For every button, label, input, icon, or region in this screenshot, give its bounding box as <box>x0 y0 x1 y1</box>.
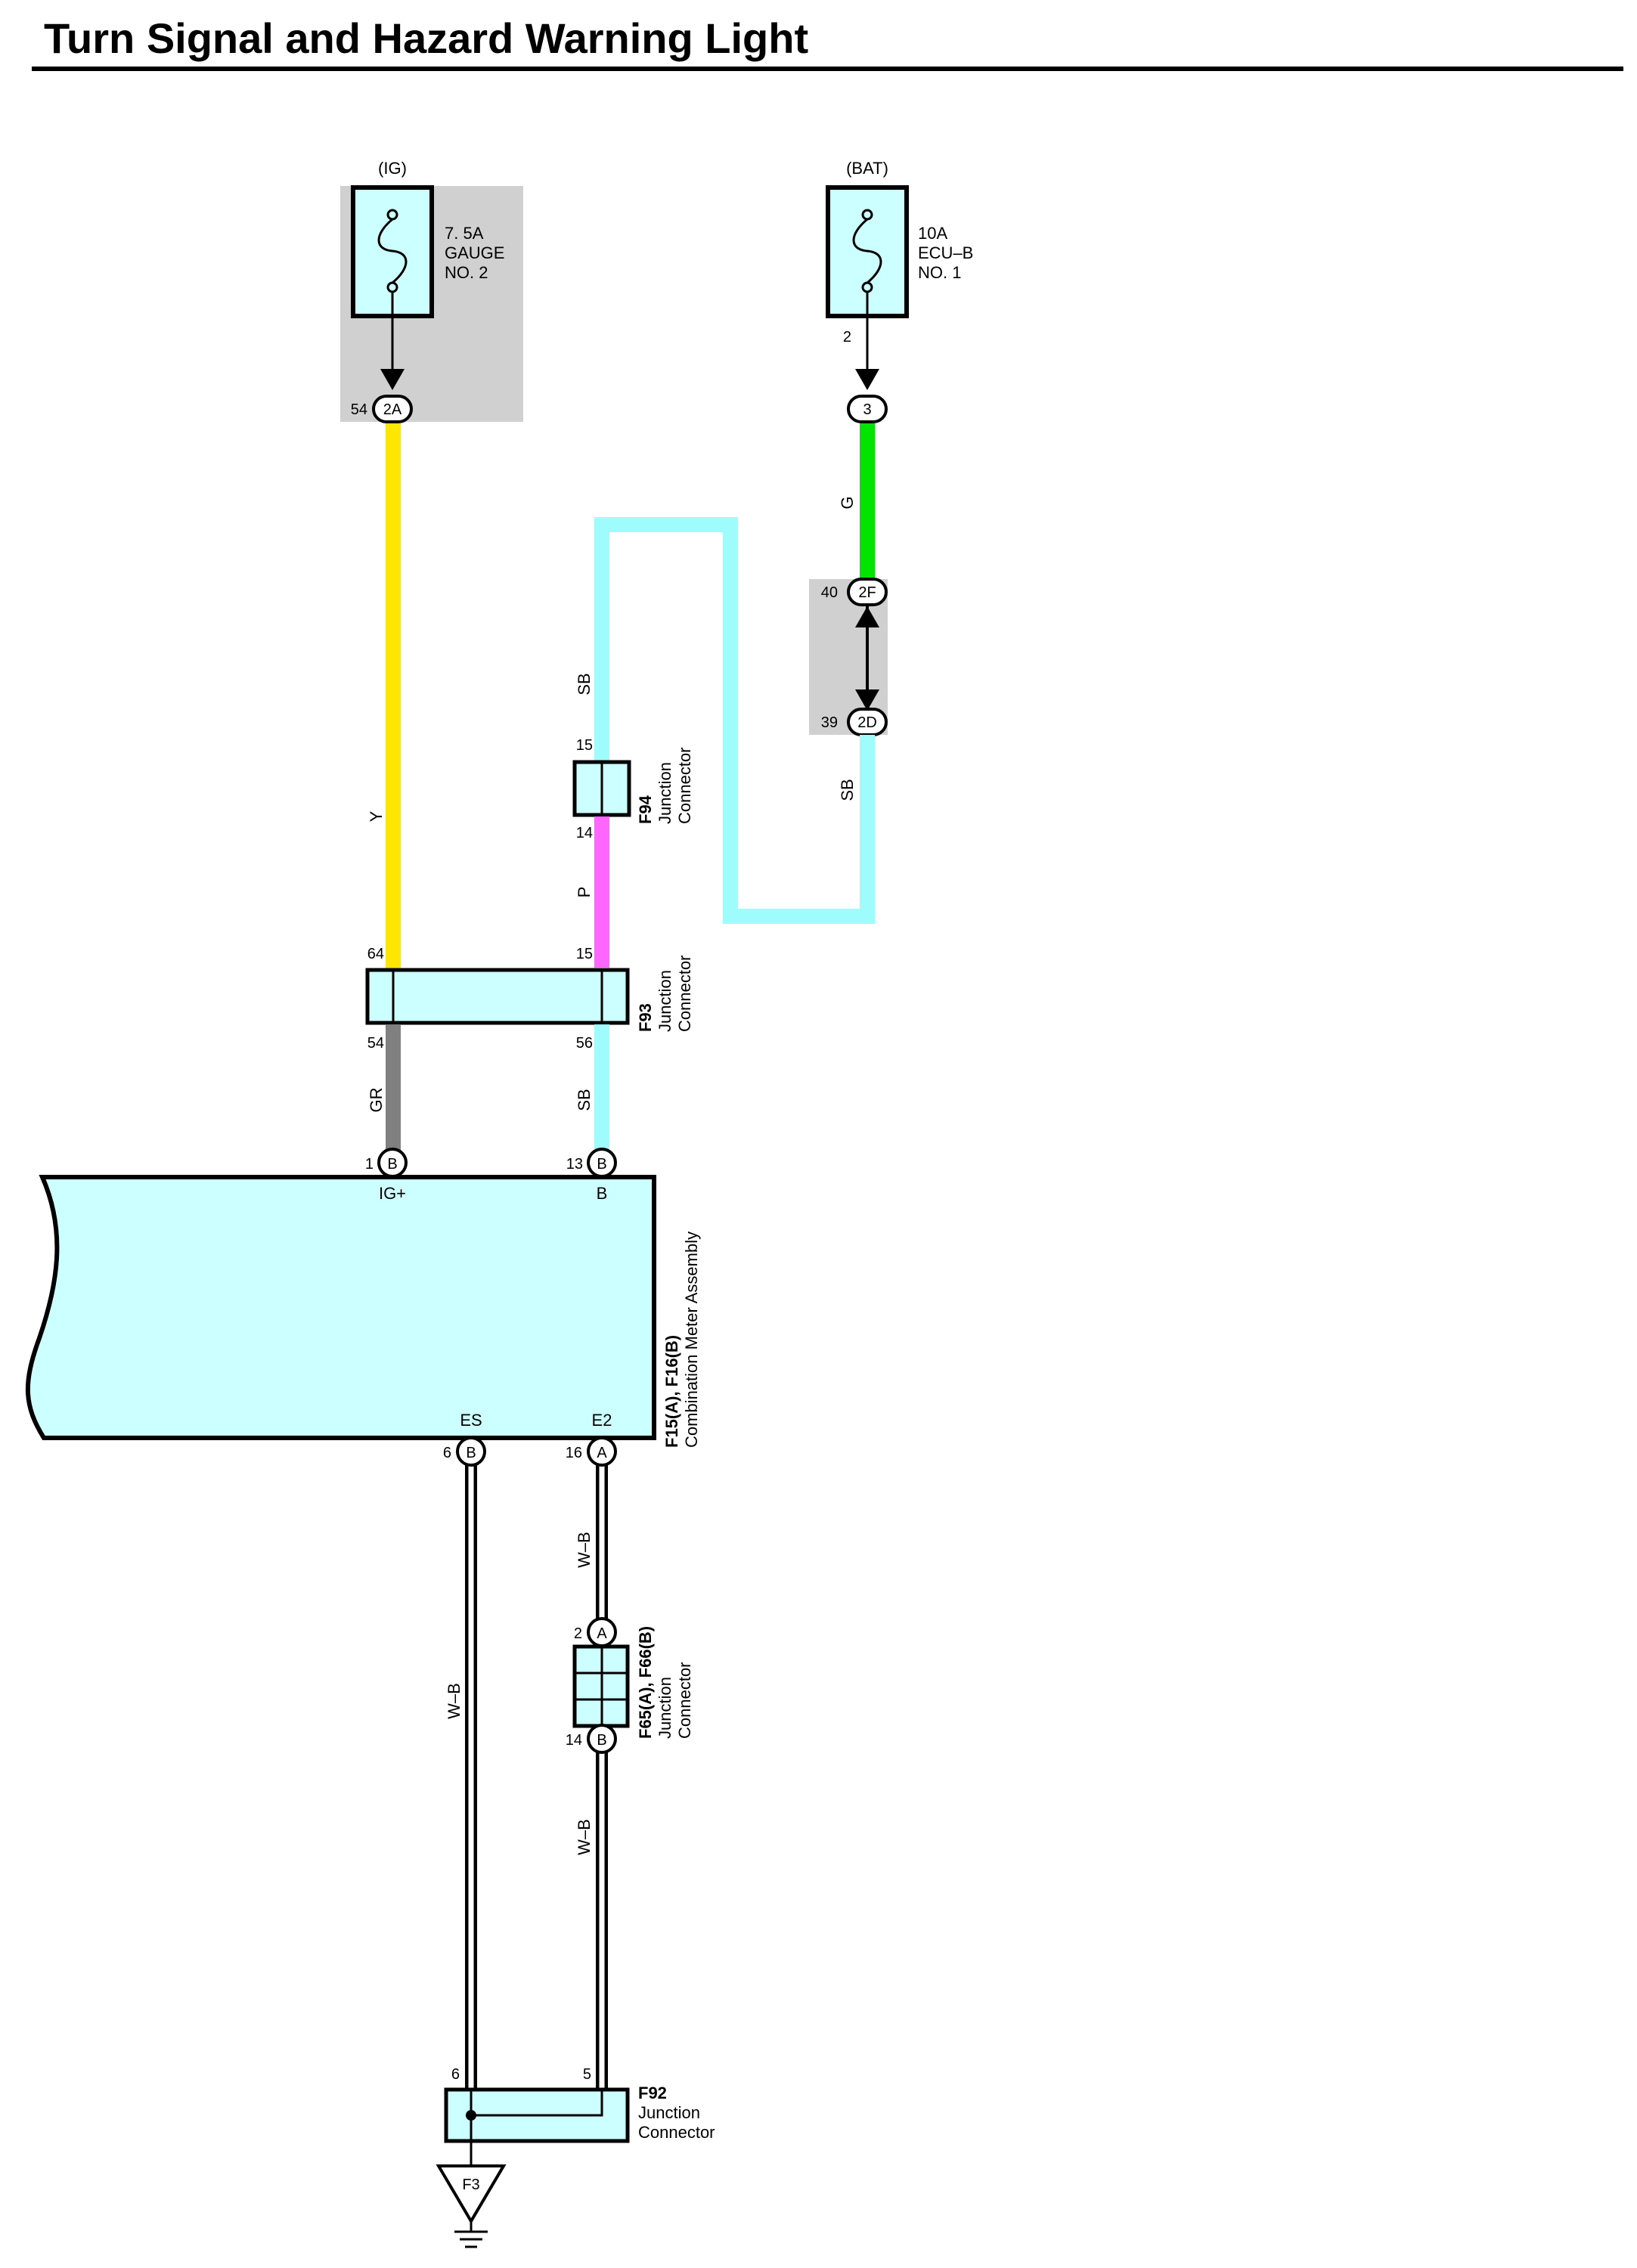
wire-sb-right-label: SB <box>838 779 857 801</box>
connector-f92-id: F92 <box>638 2084 667 2102</box>
wire-y <box>386 423 401 971</box>
ecub-fuse-supply: (BAT) <box>846 159 888 178</box>
connector-f94-name2: Connector <box>675 747 694 824</box>
connector-f65-pin-top: 2 <box>574 1625 582 1642</box>
combination-meter-assembly <box>25 1175 656 1440</box>
connector-f93-pin-top-left: 64 <box>367 946 384 962</box>
wire-wb-left-label: W–B <box>445 1683 464 1719</box>
terminal-b-pin: 13 <box>566 1156 583 1173</box>
terminal-es-pin: 6 <box>443 1445 451 1461</box>
connector-f93-pin-bottom-left: 54 <box>367 1035 384 1052</box>
ground-point <box>436 2164 507 2224</box>
arrow-up-icon <box>855 606 879 627</box>
terminal-es-label: ES <box>460 1411 482 1430</box>
ecub-fuse-rating: 10A <box>918 224 947 243</box>
wire-gr <box>386 1024 401 1160</box>
connector-f93-pin-top-right: 15 <box>576 946 593 962</box>
terminal-igp <box>377 1148 408 1178</box>
ecub-fuse-name1: ECU–B <box>918 243 973 262</box>
connector-2d-pin: 39 <box>821 714 838 731</box>
connector-f65-terminal-top <box>587 1617 617 1647</box>
ground-symbol-icon <box>454 2221 488 2248</box>
connector-f92-name1: Junction <box>638 2103 700 2122</box>
terminal-e2-conn: A <box>597 1445 607 1461</box>
terminal-e2-label: E2 <box>592 1411 612 1430</box>
ecub-fuse-name2: NO. 1 <box>918 263 961 282</box>
terminal-b <box>587 1148 617 1178</box>
terminal-igp-pin: 1 <box>365 1156 374 1173</box>
connector-f93-pin-bottom-right: 56 <box>576 1035 593 1052</box>
wire-y-label: Y <box>367 810 386 822</box>
connector-f92-pin-right: 5 <box>583 2066 591 2083</box>
ecub-fuse-pin: 2 <box>843 329 851 345</box>
meter-id: F15(A), F16(B) <box>662 1335 681 1448</box>
arrow-down-icon <box>855 689 879 711</box>
gauge-fuse-rating: 7. 5A <box>445 224 484 243</box>
connector-3 <box>847 395 888 423</box>
wire-p <box>594 816 609 968</box>
wire-sb-top-label: SB <box>575 673 594 695</box>
connector-f65-name1: Junction <box>656 1677 674 1739</box>
terminal-b-label: B <box>597 1184 608 1203</box>
connector-f93-name1: Junction <box>656 970 674 1032</box>
wire-g <box>860 423 875 582</box>
wire-wb-right1-label: W–B <box>575 1532 594 1568</box>
connector-2f <box>847 578 888 606</box>
connector-3-label: 3 <box>863 401 871 418</box>
wire-gr-label: GR <box>367 1088 386 1113</box>
connector-2a-pin: 54 <box>351 401 367 418</box>
wire-sb-low-label: SB <box>575 1089 594 1111</box>
wire-p-label: P <box>575 887 594 898</box>
meter-name: Combination Meter Assembly <box>682 1232 701 1448</box>
arrow-down-icon <box>855 369 879 390</box>
connector-f65-name2: Connector <box>675 1662 694 1739</box>
connector-f92-name2: Connector <box>638 2123 715 2142</box>
connector-2a-label: 2A <box>383 401 402 418</box>
wire-sb-lower <box>594 1024 609 1160</box>
connector-f93-name2: Connector <box>675 955 694 1032</box>
connector-2a <box>372 395 413 423</box>
terminal-b-conn: B <box>597 1156 606 1173</box>
gauge-fuse-supply: (IG) <box>378 159 407 178</box>
connector-f94-pin-bottom: 14 <box>576 825 593 841</box>
gauge-fuse-name2: NO. 2 <box>445 263 488 282</box>
page-title: Turn Signal and Hazard Warning Light <box>44 14 808 62</box>
connector-f94-pin-top: 15 <box>576 737 593 754</box>
ground-id: F3 <box>462 2177 479 2193</box>
terminal-es <box>456 1436 486 1467</box>
connector-f65-id: F65(A), F66(B) <box>636 1626 655 1739</box>
terminal-e2-pin: 16 <box>566 1445 582 1461</box>
connector-2f-pin: 40 <box>821 584 838 601</box>
connector-f65-terminal-bottom <box>587 1724 617 1754</box>
wire-g-label: G <box>838 496 857 509</box>
title-rule <box>32 67 1623 71</box>
connector-f65-conn-top: A <box>597 1625 607 1642</box>
arrow-down-icon <box>380 369 405 390</box>
connector-f94-name1: Junction <box>656 762 674 824</box>
connector-2d-label: 2D <box>857 714 877 731</box>
terminal-es-conn: B <box>466 1445 476 1461</box>
terminal-e2 <box>587 1436 617 1467</box>
connector-f92-link <box>470 2090 603 2117</box>
wire-sb-loop <box>594 517 875 924</box>
connector-f93 <box>365 968 630 1025</box>
connector-f93-id: F93 <box>636 1003 655 1032</box>
connector-f65-pin-bottom: 14 <box>566 1732 582 1749</box>
gauge-fuse-name1: GAUGE <box>445 243 504 262</box>
terminal-igp-conn: B <box>387 1156 397 1173</box>
connector-2f-label: 2F <box>858 584 876 601</box>
terminal-igp-label: IG+ <box>379 1184 406 1203</box>
connector-f65-conn-bottom: B <box>597 1732 606 1749</box>
connector-f94-id: F94 <box>636 795 655 824</box>
wire-wb-right2-label: W–B <box>575 1819 594 1855</box>
connector-f92-pin-left: 6 <box>451 2066 460 2083</box>
